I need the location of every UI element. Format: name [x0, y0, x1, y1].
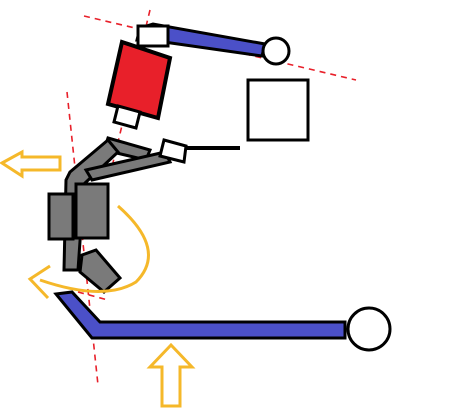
rotation-arrowhead	[27, 264, 51, 300]
motor	[105, 39, 173, 130]
bottom-link	[53, 290, 392, 352]
top-link-joint	[261, 36, 291, 66]
top-link	[135, 22, 291, 66]
upper-arm-brace	[83, 150, 173, 182]
reference-line-lower	[77, 291, 109, 301]
motor-body	[105, 39, 173, 121]
end-effector-tip	[158, 138, 188, 164]
square-box	[246, 78, 310, 142]
arrow-left-icon	[0, 149, 62, 179]
lower-joint	[78, 248, 123, 294]
top-link-mount	[136, 24, 170, 48]
arrow-up-icon	[146, 342, 196, 408]
upper-arm	[62, 136, 240, 272]
gripper-plate-left	[47, 192, 75, 241]
bottom-link-bar	[53, 290, 347, 340]
gripper-plate-right	[74, 182, 110, 240]
motor-neck	[112, 104, 142, 130]
gripper-block	[47, 182, 110, 241]
curved-arrow-icon	[27, 204, 150, 300]
reference-line-top	[83, 15, 357, 81]
bottom-link-joint	[346, 306, 392, 352]
rotation-arc	[39, 204, 150, 294]
